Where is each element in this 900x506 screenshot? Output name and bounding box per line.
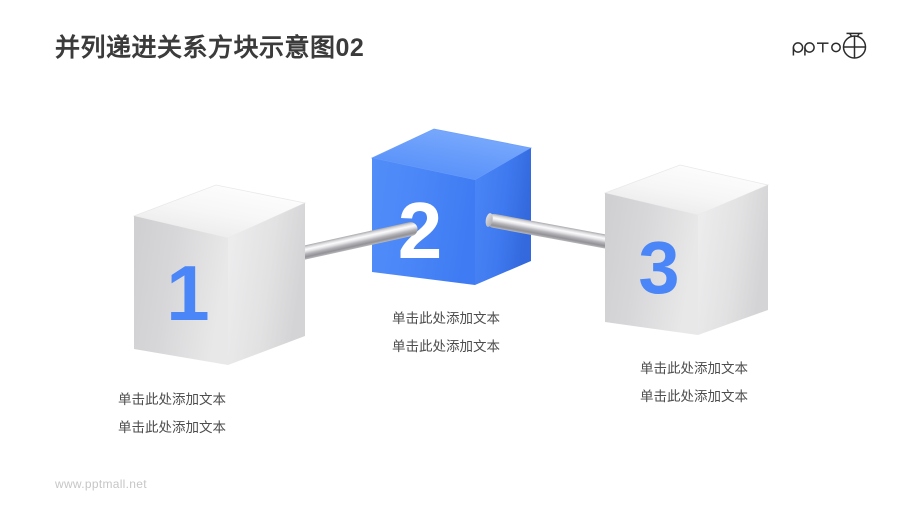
caption-cube-1[interactable]: 单击此处添加文本 单击此处添加文本 [118,386,226,441]
caption-cube-1-line-2: 单击此处添加文本 [118,419,226,435]
caption-cube-3-line-2: 单击此处添加文本 [640,388,748,404]
cube-3-number: 3 [638,226,679,309]
cube-1-side-face [228,203,305,365]
caption-cube-2[interactable]: 单击此处添加文本 单击此处添加文本 [392,305,500,360]
caption-cube-1-line-1: 单击此处添加文本 [118,392,226,407]
cube-1-front-face [134,216,228,365]
cube-2[interactable]: 2 [370,128,533,285]
footer-watermark: www.pptmall.net [55,477,147,491]
cube-2-front-face [372,158,475,285]
cube-1-number: 1 [166,249,209,337]
cube-3-front-face [605,193,698,335]
page-title: 并列递进关系方块示意图02 [55,34,365,62]
cube-3-side-face [698,185,768,335]
caption-cube-3[interactable]: 单击此处添加文本 单击此处添加文本 [640,355,748,410]
connector-rod-2-3 [485,213,618,250]
caption-cube-3-line-1: 单击此处添加文本 [640,361,748,376]
caption-cube-2-line-1: 单击此处添加文本 [392,311,500,326]
cube-3[interactable]: 3 [603,164,770,335]
cube-1[interactable]: 1 [132,184,307,365]
caption-cube-2-line-2: 单击此处添加文本 [392,338,500,354]
pptmall-logo-icon [792,32,867,59]
pptmall-logo [790,27,878,63]
